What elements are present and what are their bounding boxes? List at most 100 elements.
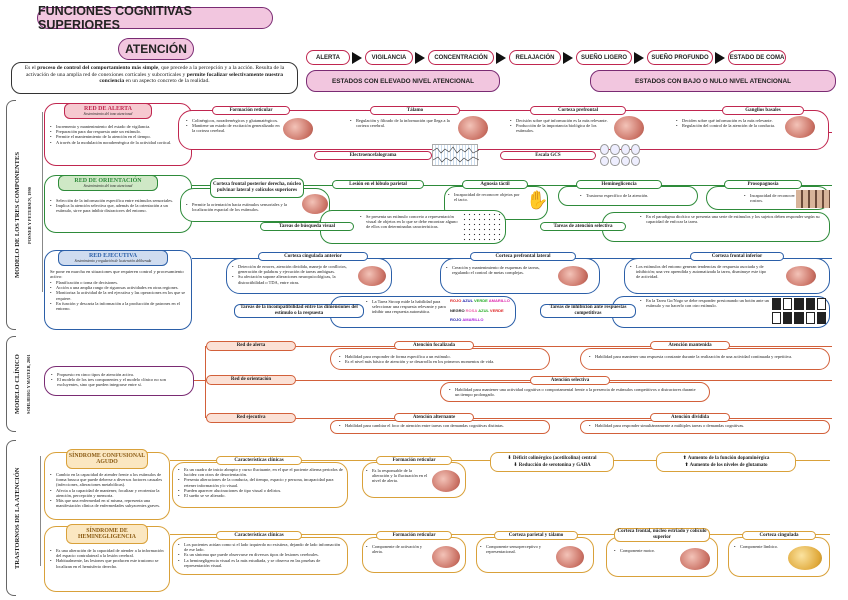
stroop-word: VERDE <box>474 298 488 303</box>
definition-text-1: Es el <box>24 65 38 71</box>
arrow-right-icon <box>496 52 506 64</box>
clinico-ejecutiva-line <box>296 418 832 419</box>
definition-box: Es el proceso de control del comportamie… <box>11 62 298 94</box>
list-item: El sueño se ve alterado. <box>178 493 344 498</box>
orientacion-title: RED DE ORIENTACIÓN <box>74 178 142 184</box>
busqueda-bullets: Se presenta un estímulo concreto a repre… <box>360 214 460 230</box>
ejecutiva-intro: Se pone en marcha en situaciones que req… <box>50 269 184 280</box>
section2-side-subtitle: SOHLBERG Y MATEER, 2001 <box>26 354 31 414</box>
list-item: Más que una enfermedad en sí misma, repr… <box>50 498 166 508</box>
brain-image <box>786 266 816 286</box>
focalizada-bullets: Habilidad para responder de forma especí… <box>339 354 541 365</box>
talamo-title: Tálamo <box>370 106 460 115</box>
list-item: Permite la orientación hacia estímulos s… <box>186 202 302 212</box>
state-item: ESTADO DE COMA <box>728 50 786 65</box>
dividida-title: Atención dividida <box>650 413 730 422</box>
cpl-bullets: Creación y mantenimiento de esquemas de … <box>446 265 550 275</box>
list-item: Detección de errores, atención dividida,… <box>232 264 356 274</box>
busqueda-title: Tareas de búsqueda visual <box>260 222 354 231</box>
section3-connector <box>40 456 41 566</box>
hemi-frontal-bullets: Componente motor. <box>614 548 674 553</box>
list-item: Pueden aparecer alucinaciones de tipo vi… <box>178 488 344 493</box>
state-item: SUEÑO PROFUNDO <box>647 50 713 65</box>
clinico-red-orientacion: Red de orientación <box>206 375 296 385</box>
definition-text-2: , que precede a la percepción y a la acc… <box>25 65 285 78</box>
arrow-right-icon <box>352 52 362 64</box>
confusional-title: SÍNDROME CONFUSIONAL AGUDO <box>68 453 146 465</box>
list-item: En la Tarea Go/Nogo se debe responder pr… <box>640 298 770 308</box>
orientacion-subtitle: Sostenimiento del tono atencional <box>83 184 133 188</box>
list-item: Colinérgicos, noradrenérgicos y glutamat… <box>186 118 282 123</box>
section1-side-subtitle: POSNER Y PETERSEN, 1990 <box>27 186 32 244</box>
list-item: Habitualmente, las lesiones que producen… <box>50 558 166 568</box>
list-item: A través de la modulación noradrenérgica… <box>50 140 188 145</box>
definition-bold-1: proceso de control del comportamiento má… <box>37 65 159 71</box>
inhibicion-title: Tareas de inhibición ante respuestas com… <box>540 304 636 318</box>
list-item: Componente motor. <box>614 548 674 553</box>
deficit-box: ⬇ Déficit colinérgico (acetilcolina) cen… <box>490 452 614 472</box>
ejecutiva-bullets: Planificación o toma de decisiones. Acci… <box>50 280 186 311</box>
deficit-1: ⬇ Déficit colinérgico (acetilcolina) cen… <box>507 455 597 461</box>
list-item: Se presenta un estímulo concreto a repre… <box>360 214 460 230</box>
brain-image <box>432 470 460 492</box>
ejecutiva-subtitle: Sostenimiento y regulación de la atenció… <box>74 259 152 263</box>
hemi-bullets: Trastorno específico de la atención. <box>580 193 690 198</box>
list-item: El modelo de los tres componentes y el m… <box>51 377 187 387</box>
stroop-title: Tareas de la incompatibilidad entre las … <box>234 304 364 318</box>
cfi-title: Corteza frontal inferior <box>690 252 784 261</box>
ganglios-title: Ganglios basales <box>722 106 804 115</box>
list-item: Incapacidad de reconocer objetos por el … <box>448 192 520 202</box>
arrow-right-icon <box>415 52 425 64</box>
arrow-up-icon: ⬆ <box>682 455 687 461</box>
section1-side-title: MODELO DE LOS TRES COMPONENTES <box>14 152 21 278</box>
ganglios-bullets: Deciden sobre qué información es la más … <box>676 118 776 129</box>
brain-image <box>458 116 488 140</box>
hemi-formacion-title: Formación reticular <box>376 531 452 540</box>
brain-image <box>358 266 386 286</box>
alerta-title-box: RED DE ALERTA Sostenimiento del tono ate… <box>64 103 152 119</box>
hemi-title: Hemineglicencia <box>576 180 662 189</box>
stroop-word: ROSA <box>465 307 478 313</box>
focalizada-title: Atención focalizada <box>394 341 474 350</box>
cfi-bullets: Los estímulos del entorno generan tenden… <box>630 264 770 280</box>
hemi-title-box: SÍNDROME DE HEMINEGLIGENCIA <box>66 524 148 544</box>
aumento-1: ⬆ Aumento de la función dopaminérgica <box>682 455 770 461</box>
stroop-word: NEGRO <box>450 307 465 313</box>
gcs-title: Escala GCS <box>500 151 596 160</box>
high-level-label-text: ESTADOS CON ELEVADO NIVEL ATENCIONAL <box>331 77 475 85</box>
list-item: Es un síntoma que puede observarse en di… <box>178 552 344 557</box>
stroop-word: ROJO <box>450 298 462 303</box>
list-item: Propuesto en cinco tipos de atención act… <box>51 372 187 377</box>
cingulada-bullets: Detección de errores, atención dividida,… <box>232 264 356 285</box>
main-title: FUNCIONES COGNITIVAS SUPERIORES <box>38 4 192 32</box>
list-item: En el paradigma dicótico se presenta una… <box>640 214 820 224</box>
alerta-detail-box <box>178 110 829 150</box>
list-item: Los estímulos del entorno generan tenden… <box>630 264 770 280</box>
stroop-word: AZUL <box>462 298 474 303</box>
clinico-connector <box>205 346 206 418</box>
arrow-down-icon: ⬇ <box>507 455 512 461</box>
clinico-red-alerta: Red de alerta <box>206 341 296 351</box>
hemi-parietal-title: Corteza parietal y tálamo <box>494 531 578 540</box>
list-item: Selección de la información específica e… <box>50 198 182 203</box>
list-item: Acción a una amplia rango de rigurosas a… <box>50 285 186 290</box>
list-item: Creación y mantenimiento de esquemas de … <box>446 265 550 275</box>
mantenida-title: Atención mantenida <box>650 341 730 350</box>
arrow-right-icon <box>563 52 573 64</box>
list-item: Producción de la importancia biológica d… <box>510 123 610 133</box>
confusional-carac-bullets: Es un cuadro de inicio abrupto y curso f… <box>178 467 344 498</box>
arrow-right-icon <box>634 52 644 64</box>
confusional-bullets: Cambio en la capacidad de atender frente… <box>50 472 166 508</box>
hemi-frontal-title: Corteza frontal, núcleo estriado y colíc… <box>614 528 710 542</box>
cpl-title: Corteza prefrontal lateral <box>470 252 576 261</box>
brain-image <box>283 118 313 140</box>
list-item: Preparación para dar respuesta ante un e… <box>50 129 188 134</box>
list-item: Componente sensoperceptivo y representac… <box>480 544 550 554</box>
alternante-bullets: Habilidad para cambiar el foco de atenci… <box>339 423 541 428</box>
section2-bracket <box>6 336 16 432</box>
inhibicion-bullets: En la Tarea Go/Nogo se debe responder pr… <box>640 298 770 308</box>
gonogo-image <box>772 298 826 324</box>
clinico-red-ejecutiva: Red ejecutiva <box>206 413 296 423</box>
brain-image <box>680 548 710 570</box>
